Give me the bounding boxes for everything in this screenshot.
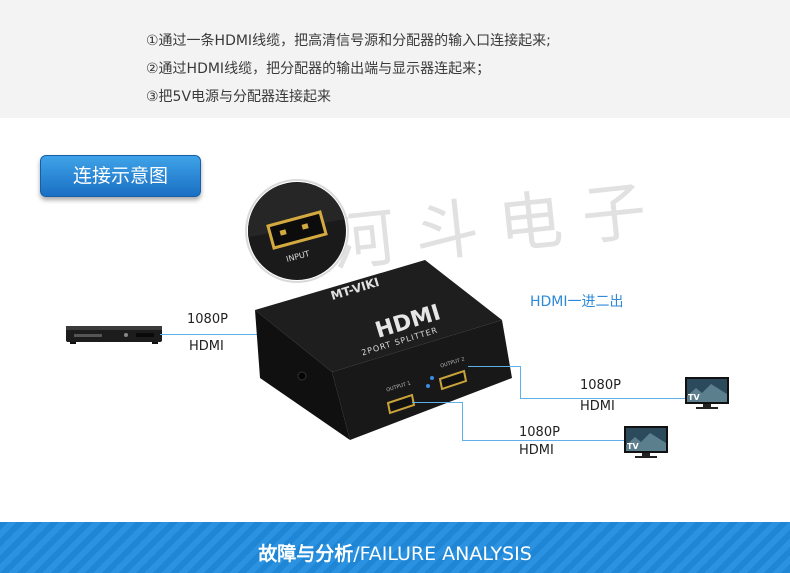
output2-cable-line-c — [520, 398, 685, 399]
tv-label: TV — [627, 442, 639, 451]
tv-display-icon — [685, 377, 729, 409]
splitter-caption: HDMI一进二出 — [530, 294, 624, 310]
hdmi-splitter-device: HDMI — [255, 260, 512, 440]
instruction-step-3: ③把5V电源与分配器连接起来 — [146, 89, 332, 105]
source-cable-line — [160, 334, 260, 335]
instructions-panel — [0, 0, 790, 118]
output1-resolution: 1080P — [519, 425, 560, 440]
tv-display-icon — [624, 426, 668, 458]
output2-cable-label: HDMI — [580, 399, 615, 414]
output2-cable-line-a — [468, 366, 520, 367]
output2-cable-line-b — [520, 366, 521, 398]
output1-cable-line-a — [412, 402, 462, 403]
connection-diagram-badge: 连接示意图 — [40, 155, 201, 197]
output1-cable-line-b — [462, 402, 463, 440]
failure-analysis-title: 故障与分析/FAILURE ANALYSIS — [0, 539, 790, 566]
output1-cable-line-c — [462, 440, 624, 441]
tv-label: TV — [688, 393, 700, 402]
input-port-zoom — [245, 179, 349, 283]
failure-analysis-title-zh: 故障与分析 — [258, 543, 354, 565]
output2-resolution: 1080P — [580, 378, 621, 393]
source-cable-label: HDMI — [189, 339, 224, 354]
instruction-step-1: ①通过一条HDMI线缆，把高清信号源和分配器的输入口连接起来; — [146, 33, 551, 49]
failure-analysis-title-en: /FAILURE ANALYSIS — [353, 543, 532, 565]
source-player-icon — [66, 326, 162, 344]
section-header-bar — [0, 522, 790, 573]
source-resolution: 1080P — [187, 312, 228, 327]
output1-cable-label: HDMI — [519, 443, 554, 458]
instruction-step-2: ②通过HDMI线缆，把分配器的输出端与显示器连起来； — [146, 61, 491, 77]
